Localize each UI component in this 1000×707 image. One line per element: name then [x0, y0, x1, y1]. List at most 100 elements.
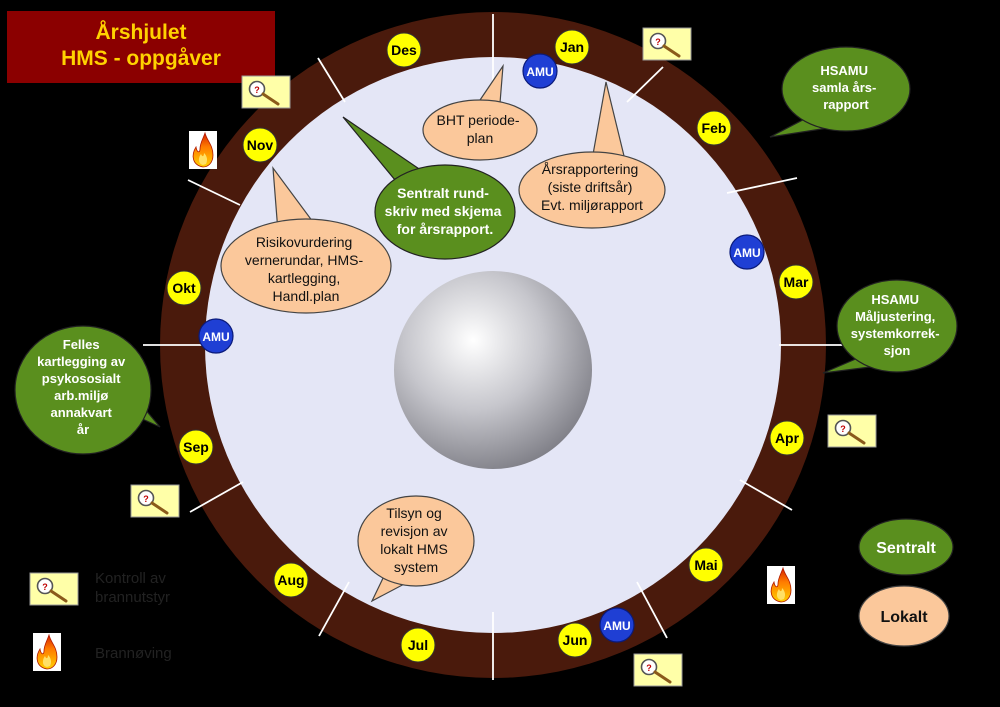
- month-jan: Jan: [554, 29, 590, 65]
- legend-sentralt: Sentralt: [858, 518, 954, 576]
- month-circle: [778, 264, 814, 300]
- magnifier-icon: ?: [642, 27, 692, 61]
- month-feb: Feb: [696, 110, 732, 146]
- amu-label: AMU: [603, 619, 630, 633]
- svg-text:?: ?: [840, 424, 846, 434]
- svg-text:?: ?: [254, 85, 260, 95]
- month-label: Mar: [784, 274, 809, 290]
- inspection-icons: ??????: [29, 27, 877, 687]
- callout-hsamu-feb-text: HSAMU samla års- rapport: [812, 63, 880, 112]
- month-label: Okt: [172, 280, 196, 296]
- month-label: Jun: [563, 632, 588, 648]
- amu-circle: [729, 234, 765, 270]
- amu-circle: [198, 318, 234, 354]
- amu-marker: AMU: [599, 607, 635, 643]
- month-circle: [688, 547, 724, 583]
- amu-circle: [599, 607, 635, 643]
- fire-icon: [767, 566, 795, 604]
- month-label: Jan: [560, 39, 584, 55]
- title-box: Årshjulet HMS - oppgåver: [7, 11, 275, 83]
- fire-icons: [33, 131, 795, 671]
- magnifier-icon: ?: [29, 572, 79, 606]
- month-circle: [400, 627, 436, 663]
- month-circle: [557, 622, 593, 658]
- divider-line-7: [318, 581, 350, 637]
- callout-bht: BHT periode- plan: [422, 63, 538, 161]
- callout-sentralt-rundskriv: Sentralt rund- skriv med skjema for årsr…: [342, 116, 516, 260]
- legend-lokalt-label: Lokalt: [880, 609, 928, 626]
- svg-text:?: ?: [143, 494, 149, 504]
- magnifier-icon: ?: [827, 414, 877, 448]
- month-label: Apr: [775, 430, 800, 446]
- fire-icon: [33, 633, 61, 671]
- divider-line-5: [636, 581, 668, 639]
- month-jun: Jun: [557, 622, 593, 658]
- month-label: Feb: [702, 120, 727, 136]
- divider-line-11: [317, 57, 346, 103]
- month-label: Sep: [183, 439, 209, 455]
- callout-felles-text: Felles kartlegging av psykososialt arb.m…: [37, 337, 129, 437]
- month-circle: [273, 562, 309, 598]
- legend-lokalt: Lokalt: [858, 585, 950, 647]
- callout-tilsyn-text: Tilsyn og revisjon av lokalt HMS system: [380, 505, 452, 575]
- magnifier-icon: ?: [130, 484, 180, 518]
- callout-risiko: Risikovurdering vernerundar, HMS- kartle…: [220, 165, 392, 314]
- callout-arsrapport: Årsrapportering (siste driftsår) Evt. mi…: [518, 81, 666, 229]
- month-des: Des: [386, 32, 422, 68]
- title-line-2: HMS - oppgåver: [61, 47, 221, 70]
- month-mai: Mai: [688, 547, 724, 583]
- month-circle: [696, 110, 732, 146]
- month-jul: Jul: [400, 627, 436, 663]
- month-nov: Nov: [242, 127, 278, 163]
- month-circle: [554, 29, 590, 65]
- month-label: Aug: [277, 572, 304, 588]
- month-sep: Sep: [178, 429, 214, 465]
- month-circle: [166, 270, 202, 306]
- month-dividers: [143, 14, 843, 680]
- legend-kontroll-line-2: brannutstyr: [95, 589, 171, 606]
- amu-marker: AMU: [522, 53, 558, 89]
- month-circle: [769, 420, 805, 456]
- callout-risiko-text: Risikovurdering vernerundar, HMS- kartle…: [245, 234, 367, 304]
- divider-line-1: [626, 66, 664, 103]
- divider-line-4: [739, 479, 793, 511]
- divider-line-10: [187, 179, 241, 206]
- callout-bht-text: BHT periode- plan: [437, 112, 524, 146]
- title-line-1: Årshjulet: [95, 21, 187, 44]
- center-sphere: [394, 271, 592, 469]
- month-label: Nov: [247, 137, 274, 153]
- legend-sentralt-label: Sentralt: [876, 540, 936, 557]
- amu-circle: [522, 53, 558, 89]
- callout-hsamu-feb: HSAMU samla års- rapport: [769, 46, 911, 138]
- month-mar: Mar: [778, 264, 814, 300]
- amu-label: AMU: [733, 246, 760, 260]
- month-apr: Apr: [769, 420, 805, 456]
- legend-kontroll-line-1: Kontroll av: [95, 570, 166, 587]
- amu-marker: AMU: [198, 318, 234, 354]
- amu-marker: AMU: [729, 234, 765, 270]
- callout-felles: Felles kartlegging av psykososialt arb.m…: [14, 325, 161, 455]
- magnifier-icon: ?: [633, 653, 683, 687]
- callout-hsamu-mar-text: HSAMU Måljustering, systemkorrek- sjon: [851, 292, 944, 358]
- divider-line-2: [726, 177, 798, 194]
- fire-icon: [189, 131, 217, 169]
- legend-brannoving-label: Brannøving: [95, 645, 172, 662]
- month-label: Mai: [694, 557, 717, 573]
- month-circle: [386, 32, 422, 68]
- svg-text:?: ?: [646, 663, 652, 673]
- month-circle: [178, 429, 214, 465]
- month-label: Des: [391, 42, 417, 58]
- svg-text:?: ?: [655, 37, 661, 47]
- amu-markers: AMU AMU AMU AMU: [198, 53, 765, 643]
- callout-tilsyn: Tilsyn og revisjon av lokalt HMS system: [357, 495, 475, 603]
- divider-line-8: [189, 481, 244, 513]
- month-circle: [242, 127, 278, 163]
- callout-sentralt-rundskriv-text: Sentralt rund- skriv med skjema for årsr…: [385, 185, 506, 237]
- legend-kontroll-label: Kontroll av brannutstyr: [95, 569, 170, 607]
- month-aug: Aug: [273, 562, 309, 598]
- callout-arsrapport-text: Årsrapportering (siste driftsår) Evt. mi…: [541, 161, 643, 213]
- month-label: Jul: [408, 637, 428, 653]
- month-okt: Okt: [166, 270, 202, 306]
